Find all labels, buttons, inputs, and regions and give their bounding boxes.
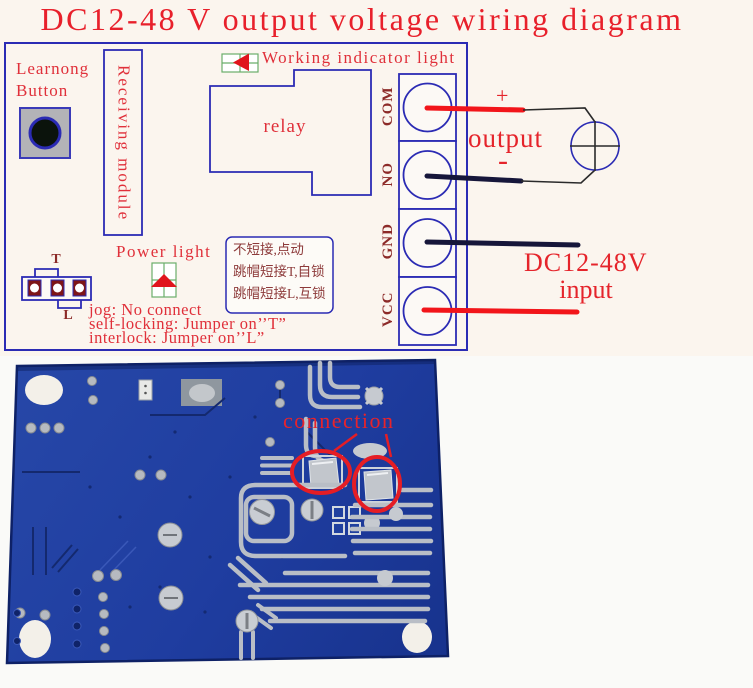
input-voltage-label: DC12-48V bbox=[524, 248, 648, 277]
schematic-drawing bbox=[4, 42, 620, 351]
pcb-dome-pads bbox=[157, 522, 184, 611]
mounting-hole-bottom-right bbox=[402, 621, 432, 653]
receiving-module-label: Receiving module bbox=[114, 64, 134, 222]
highlight-circle-2 bbox=[352, 455, 402, 513]
solder-blob-right-2 bbox=[377, 570, 393, 586]
jumper-t-label: T bbox=[51, 252, 61, 267]
pcb-silver-pads bbox=[14, 376, 285, 653]
diagram-border bbox=[4, 42, 468, 351]
power-light-label: Power light bbox=[116, 242, 212, 261]
pcb-top-components bbox=[138, 379, 222, 406]
output-plus-sign: + bbox=[496, 83, 509, 108]
lead-plus bbox=[522, 107, 596, 123]
mounting-hole-bottom-left bbox=[19, 620, 51, 658]
terminal-label-gnd: GND bbox=[379, 223, 396, 260]
jumper-t-bracket bbox=[34, 268, 59, 277]
mode-notes-box bbox=[225, 236, 334, 314]
learn-button-label-2: Button bbox=[16, 81, 69, 100]
relay-label: relay bbox=[263, 116, 307, 137]
learn-button-cap bbox=[28, 116, 62, 150]
mounting-hole-top-left bbox=[25, 375, 63, 405]
oval-solder-blob bbox=[353, 443, 387, 459]
mode-note-cn-2: 跳帽短接T,自锁 bbox=[233, 264, 325, 279]
learn-button-label-1: Learnong bbox=[16, 59, 90, 78]
lead-minus bbox=[520, 169, 596, 184]
page-title: DC12-48 V output voltage wiring diagram bbox=[40, 1, 684, 37]
connection-label: connection bbox=[283, 408, 395, 433]
input-label: input bbox=[559, 275, 613, 304]
mode-note-cn-1: 不短接,点动 bbox=[233, 242, 304, 257]
working-led-icon bbox=[221, 53, 259, 73]
mode-note-en-jog: jog: No connect bbox=[89, 300, 202, 319]
solder-pad-2 bbox=[358, 467, 398, 503]
pcb-right-bars-2 bbox=[227, 555, 431, 624]
terminal-label-com: COM bbox=[379, 86, 396, 127]
pcb-vias bbox=[88, 415, 284, 614]
relay-footprint bbox=[238, 482, 348, 559]
pcb-bottom-traces bbox=[239, 603, 278, 660]
star-spike-2 bbox=[364, 386, 384, 406]
output-minus-sign: - bbox=[498, 144, 508, 177]
pcb-photo bbox=[5, 358, 450, 665]
schematic-background bbox=[0, 0, 753, 356]
working-light-label: Working indicator light bbox=[262, 48, 456, 67]
terminal-label-no: NO bbox=[379, 162, 396, 187]
wire-gnd bbox=[424, 239, 581, 248]
pcb-dark-pads bbox=[13, 587, 82, 649]
receiving-module-box bbox=[103, 49, 143, 236]
connection-annotation bbox=[290, 432, 402, 513]
annotation-arrow-1 bbox=[333, 432, 358, 453]
terminal-label-vcc: VCC bbox=[379, 291, 396, 328]
solder-pad-1 bbox=[302, 455, 343, 489]
mode-note-en-interlock: interlock: Jumper on’’L” bbox=[89, 328, 265, 347]
highlight-circle-1 bbox=[290, 449, 352, 495]
output-label: output bbox=[468, 123, 544, 153]
jumper-l-label: L bbox=[63, 308, 73, 323]
mode-note-en-selflocking: self-locking: Jumper on’’T” bbox=[89, 314, 287, 333]
annotation-arrow-2 bbox=[384, 433, 393, 458]
jumper-header bbox=[21, 268, 92, 309]
terminal-block bbox=[398, 73, 457, 346]
motor-symbol bbox=[570, 121, 620, 171]
wire-vcc bbox=[421, 307, 580, 315]
solder-blob-right-1 bbox=[389, 507, 403, 521]
screw-slot bbox=[253, 506, 271, 518]
power-led-icon bbox=[151, 262, 177, 298]
wire-com bbox=[424, 105, 526, 113]
relay-outline bbox=[209, 69, 372, 196]
wire-no bbox=[424, 173, 524, 184]
jumper-l-bracket bbox=[57, 300, 82, 309]
mode-note-cn-3: 跳帽短接L,互锁 bbox=[233, 286, 326, 301]
pcb-left-bars bbox=[260, 456, 294, 475]
